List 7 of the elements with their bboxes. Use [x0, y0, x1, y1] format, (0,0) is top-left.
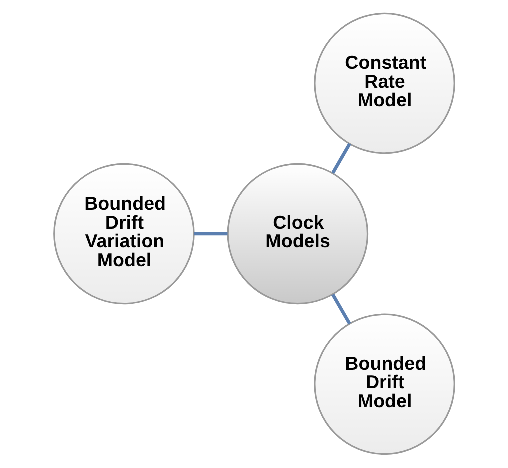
connector [331, 294, 351, 325]
connector [194, 232, 228, 236]
connector [331, 143, 351, 174]
node-circle: Bounded Drift Model [314, 314, 455, 456]
node-circle: Clock Models [226, 163, 368, 305]
node-circle: Constant Rate Model [314, 12, 455, 154]
node-circle: Bounded Drift Variation Model [53, 163, 194, 305]
